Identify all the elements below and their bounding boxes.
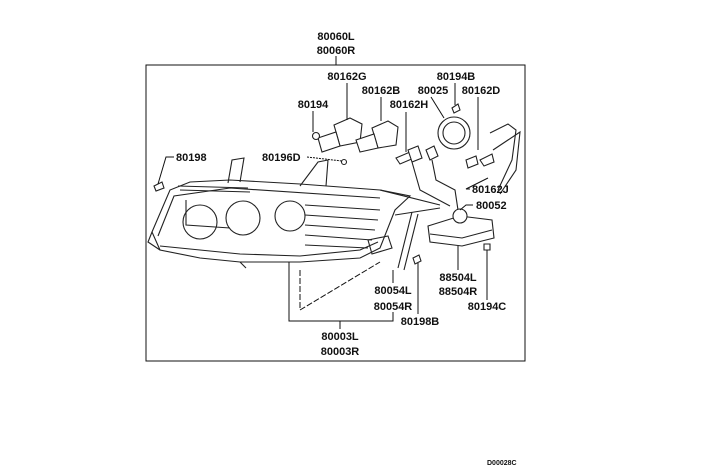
diagram-frame <box>145 64 526 362</box>
assembly-label-right: 80060R <box>317 45 356 57</box>
part-label-80052: 80052 <box>476 200 507 212</box>
part-label-80054r: 80054R <box>374 301 413 313</box>
part-label-80196d: 80196D <box>262 152 301 164</box>
part-label-80003r: 80003R <box>321 346 360 358</box>
part-label-80198b: 80198B <box>401 316 440 328</box>
part-label-88504l: 88504L <box>439 272 477 284</box>
part-label-80162h: 80162H <box>390 99 429 111</box>
headlamp-illustration <box>147 103 521 271</box>
leader-lines <box>157 83 489 329</box>
part-label-80003l: 80003L <box>321 331 359 343</box>
part-label-80194: 80194 <box>298 99 329 111</box>
part-label-80162d: 80162D <box>462 85 501 97</box>
part-label-88504r: 88504R <box>439 286 478 298</box>
figure-code: D00028C <box>487 460 517 467</box>
part-label-80198: 80198 <box>176 152 207 164</box>
assembly-label-left: 80060L <box>317 31 355 43</box>
part-label-80054l: 80054L <box>374 285 412 297</box>
part-label-80162g: 80162G <box>327 71 366 83</box>
part-label-80194b: 80194B <box>437 71 476 83</box>
part-label-80194c: 80194C <box>468 301 507 313</box>
part-label-80162b: 80162B <box>362 85 401 97</box>
part-label-80025: 80025 <box>418 85 449 97</box>
part-label-80162j: 80162J <box>472 184 509 196</box>
